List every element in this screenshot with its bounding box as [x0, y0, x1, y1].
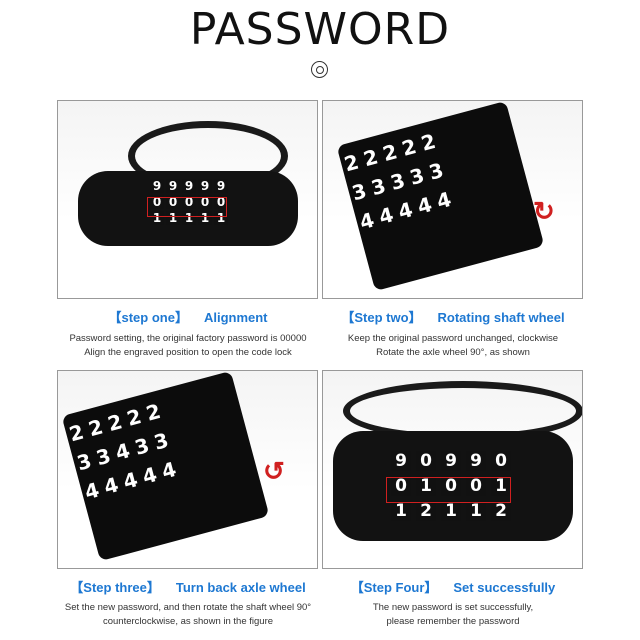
digit: 4: [120, 467, 141, 494]
step-label: 【step one】: [108, 310, 188, 325]
digit: 2: [341, 149, 362, 177]
digit: 4: [376, 202, 396, 230]
digit: 2: [491, 501, 511, 521]
step-one-description: Password setting, the original factory p…: [28, 332, 348, 360]
digit: 9: [150, 179, 164, 193]
digit: 0: [198, 195, 212, 209]
digit: 1: [441, 501, 461, 521]
alignment-box: [386, 477, 511, 503]
digit: 3: [74, 448, 94, 476]
digit: 2: [85, 414, 106, 442]
digit: 4: [112, 438, 133, 466]
brand-logo-icon: [311, 61, 328, 78]
digit: 2: [143, 398, 164, 426]
digit: 4: [434, 186, 454, 214]
desc-line: Keep the original password unchanged, cl…: [347, 333, 559, 344]
digit: 9: [198, 179, 212, 193]
digit: 0: [166, 195, 180, 209]
digit: 1: [416, 476, 436, 496]
page-title: PASSWORD: [189, 4, 451, 55]
digit: 3: [151, 427, 171, 455]
desc-line: The new password is set successfully,: [372, 602, 534, 613]
step-name: Alignment: [203, 310, 268, 325]
digit: 1: [150, 211, 164, 225]
digit: 9: [182, 179, 196, 193]
digit: 3: [93, 443, 114, 471]
digit: 2: [105, 409, 125, 437]
digit: 0: [441, 476, 461, 496]
digit: 1: [491, 476, 511, 496]
desc-line: counterclockwise, as shown in the figure: [102, 616, 274, 627]
digit: 2: [360, 144, 381, 172]
digit: 9: [166, 179, 180, 193]
digit: 3: [349, 178, 369, 206]
digit: 2: [399, 134, 419, 161]
counterclockwise-arrow-icon: ↺: [263, 456, 285, 486]
desc-line: please remember the password: [386, 616, 520, 627]
digit: 4: [139, 462, 160, 489]
digit: 4: [414, 192, 435, 219]
digit: 4: [395, 197, 416, 224]
desc-line: Align the engraved position to open the …: [84, 347, 292, 358]
digit: 4: [159, 456, 179, 484]
step-three-description: Set the new password, and then rotate th…: [28, 601, 348, 629]
digit: 1: [466, 501, 486, 521]
digit: 4: [357, 207, 377, 235]
step-three-heading: 【Step three】 Turn back axle wheel: [28, 577, 348, 596]
step-label: 【Step three】: [70, 580, 160, 595]
digit: 3: [132, 433, 152, 460]
digit: 1: [214, 211, 228, 225]
digit: 4: [101, 472, 121, 500]
alignment-box: [147, 197, 227, 217]
digit: 2: [418, 128, 439, 156]
digit: 4: [82, 477, 102, 505]
digit: 9: [391, 451, 411, 471]
digit: 1: [182, 211, 196, 225]
step-name: Turn back axle wheel: [175, 580, 306, 595]
step-one-heading: 【step one】 Alignment: [28, 307, 348, 326]
step-four-description: The new password is set successfully, ple…: [293, 601, 613, 629]
digit: 0: [391, 476, 411, 496]
step-two-description: Keep the original password unchanged, cl…: [293, 332, 613, 360]
digit: 2: [124, 404, 144, 431]
digit: 3: [426, 157, 446, 185]
digit: 2: [416, 501, 436, 521]
digit: 9: [214, 179, 228, 193]
step-name: Set successfully: [453, 580, 556, 595]
digit: 2: [66, 419, 87, 447]
digit: 1: [198, 211, 212, 225]
clockwise-arrow-icon: ↻: [533, 196, 555, 226]
digit: 9: [466, 451, 486, 471]
digit: 0: [150, 195, 164, 209]
digit: 3: [368, 173, 389, 201]
step-two-heading: 【Step two】 Rotating shaft wheel: [293, 307, 613, 326]
desc-line: Rotate the axle wheel 90°, as shown: [376, 347, 530, 358]
digit: 0: [491, 451, 511, 471]
digit: 3: [387, 168, 408, 196]
digit: 2: [380, 139, 400, 167]
digit: 0: [214, 195, 228, 209]
desc-line: Set the new password, and then rotate th…: [64, 602, 312, 613]
step-name: Rotating shaft wheel: [437, 310, 565, 325]
digit: 0: [182, 195, 196, 209]
digit: 1: [166, 211, 180, 225]
digit: 0: [466, 476, 486, 496]
step-four-heading: 【Step Four】 Set successfully: [293, 577, 613, 596]
digit: 0: [416, 451, 436, 471]
digit: 9: [441, 451, 461, 471]
digit: 3: [407, 163, 427, 190]
step-label: 【Step two】: [341, 310, 422, 325]
desc-line: Password setting, the original factory p…: [69, 333, 307, 344]
digit: 1: [391, 501, 411, 521]
step-label: 【Step Four】: [350, 580, 438, 595]
